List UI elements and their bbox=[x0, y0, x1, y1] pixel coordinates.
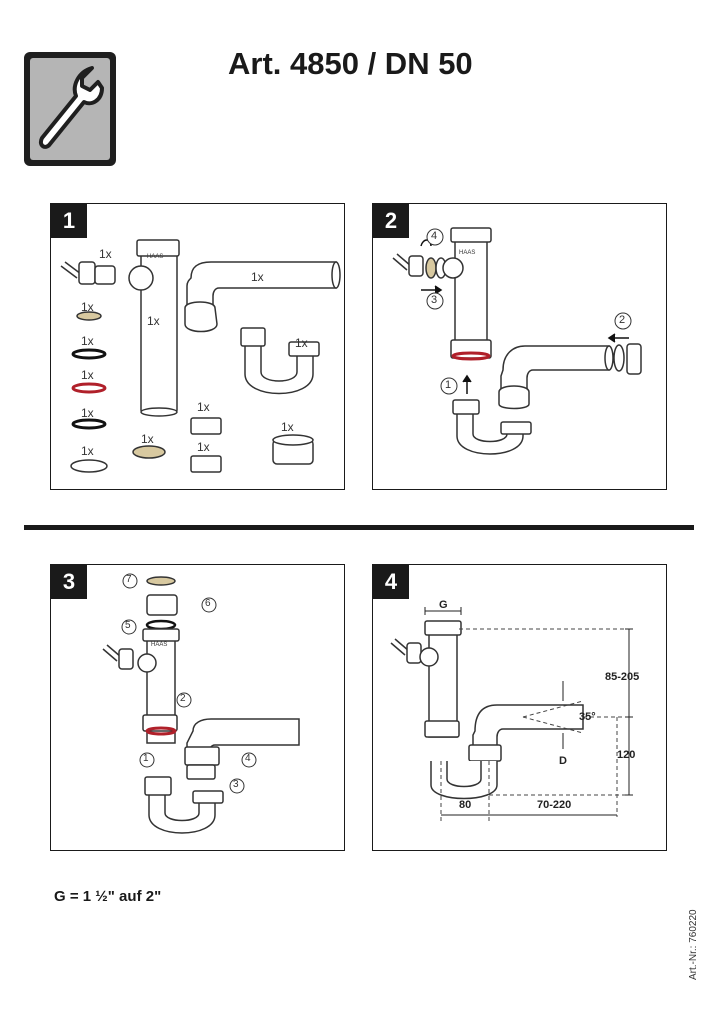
qty-label: 1x bbox=[197, 400, 210, 414]
qty-label: 1x bbox=[295, 336, 308, 350]
step-callout: 7 bbox=[126, 574, 132, 585]
dim-length-range-label: 70-220 bbox=[537, 799, 572, 811]
qty-label: 1x bbox=[81, 334, 94, 348]
thread-size-note: G = 1 ½" auf 2" bbox=[54, 888, 162, 905]
qty-label: 1x bbox=[251, 270, 264, 284]
assembly-step-3-illustration bbox=[102, 573, 300, 834]
qty-label: 1x bbox=[81, 444, 94, 458]
step-2-panel: 2 bbox=[372, 203, 667, 490]
qty-label: 1x bbox=[81, 368, 94, 382]
qty-label: 1x bbox=[197, 440, 210, 454]
step-callout: 1 bbox=[445, 379, 452, 391]
step-1-panel: 1 bbox=[50, 203, 345, 490]
dim-offset-label: 80 bbox=[459, 799, 472, 811]
qty-label: 1x bbox=[81, 300, 94, 314]
dim-d-label: D bbox=[559, 755, 567, 767]
section-divider bbox=[24, 525, 694, 530]
step-callout: 6 bbox=[205, 598, 211, 609]
step-callout: 1 bbox=[143, 753, 149, 764]
wrench-icon bbox=[30, 58, 110, 160]
dim-height-range-label: 85-205 bbox=[605, 671, 640, 683]
dim-height-label: 120 bbox=[617, 749, 636, 761]
qty-label: 1x bbox=[281, 420, 294, 434]
step-number: 4 bbox=[373, 565, 409, 599]
assembly-step-2-illustration bbox=[392, 227, 642, 455]
step-callout: 3 bbox=[431, 294, 438, 306]
step-callout: 4 bbox=[431, 230, 438, 242]
page-title: Art. 4850 / DN 50 bbox=[228, 46, 473, 81]
qty-label: 1x bbox=[99, 247, 112, 261]
brand-label: HAAS bbox=[459, 250, 476, 256]
step-callout: 3 bbox=[233, 779, 239, 790]
brand-label: HAAS bbox=[147, 254, 164, 260]
article-number: Art.-Nr.: 760220 bbox=[688, 909, 699, 980]
qty-label: 1x bbox=[141, 432, 154, 446]
qty-label: 1x bbox=[81, 406, 94, 420]
step-number: 2 bbox=[373, 204, 409, 238]
parts-overview-illustration bbox=[60, 239, 341, 473]
brand-label: HAAS bbox=[151, 642, 168, 648]
qty-label: 1x bbox=[147, 314, 160, 328]
wrench-icon-box bbox=[24, 52, 116, 166]
step-callout: 2 bbox=[180, 693, 186, 704]
dim-angle-label: 35° bbox=[579, 711, 596, 723]
step-3-panel: 3 7 6 5 bbox=[50, 564, 345, 851]
step-number: 3 bbox=[51, 565, 87, 599]
step-callout: 2 bbox=[619, 314, 626, 326]
step-4-panel: 4 G 85-205 35° D bbox=[372, 564, 667, 851]
dimension-drawing bbox=[390, 607, 633, 823]
dim-g-label: G bbox=[439, 599, 448, 611]
step-callout: 4 bbox=[245, 753, 251, 764]
step-number: 1 bbox=[51, 204, 87, 238]
step-callout: 5 bbox=[125, 620, 131, 631]
